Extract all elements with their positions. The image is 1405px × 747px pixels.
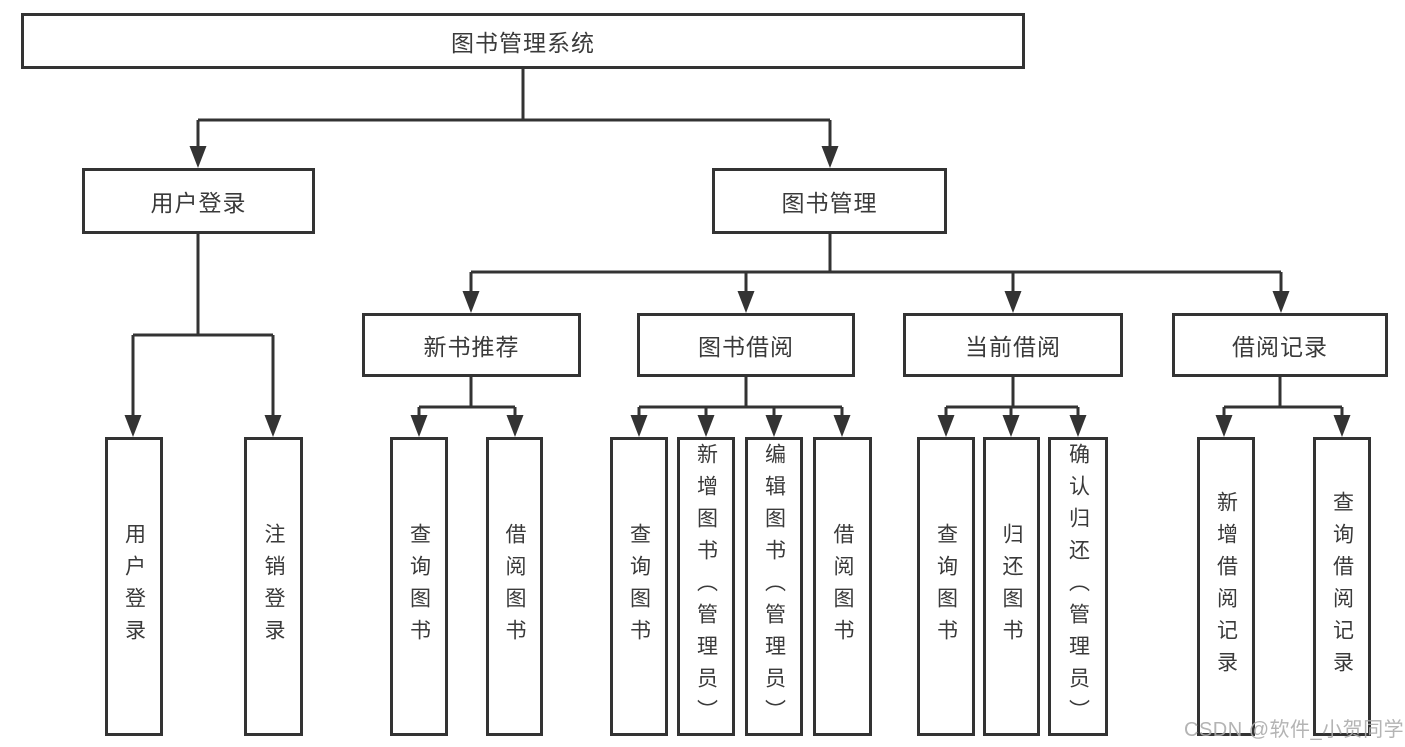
leaf-user-login: 用户登录	[105, 437, 163, 736]
node-label: 查询图书	[934, 522, 958, 651]
leaf-borrow-books: 借阅图书	[813, 437, 872, 736]
connector-stems	[131, 68, 1344, 417]
node-label: 用户登录	[122, 522, 146, 651]
node-label: 确认归还（管理员）	[1066, 442, 1090, 731]
leaf-query-books-recommend: 查询图书	[390, 437, 448, 736]
node-label: 新增借阅记录	[1214, 490, 1238, 683]
node-label: 借阅记录	[1232, 334, 1328, 360]
leaf-add-books-admin: 新增图书（管理员）	[677, 437, 735, 736]
node-label: 查询图书	[407, 522, 431, 651]
leaf-return-books: 归还图书	[983, 437, 1040, 736]
node-label: 新书推荐	[423, 334, 520, 360]
node-user-login: 用户登录	[82, 168, 315, 234]
leaf-confirm-return-admin: 确认归还（管理员）	[1048, 437, 1108, 736]
leaf-query-books-borrowing: 查询图书	[610, 437, 668, 736]
node-label: 注销登录	[262, 522, 285, 651]
node-label: 查询图书	[627, 522, 651, 651]
node-book-borrowing: 图书借阅	[637, 313, 855, 377]
node-borrowing-records: 借阅记录	[1172, 313, 1388, 377]
node-label: 新增图书（管理员）	[694, 442, 718, 731]
csdn-watermark: CSDN @软件_小贺同学	[1184, 719, 1405, 741]
node-new-book-recommendation: 新书推荐	[362, 313, 581, 377]
node-label: 图书管理	[781, 190, 878, 216]
node-book-management: 图书管理	[712, 168, 947, 234]
leaf-borrow-books-recommend: 借阅图书	[486, 437, 543, 736]
leaf-logout: 注销登录	[244, 437, 303, 736]
leaf-add-borrow-record: 新增借阅记录	[1197, 437, 1255, 736]
leaf-edit-books-admin: 编辑图书（管理员）	[745, 437, 803, 736]
node-label: 借阅图书	[503, 522, 526, 651]
node-label: 当前借阅	[965, 334, 1061, 360]
node-label: 查询借阅记录	[1330, 490, 1354, 683]
node-label: 图书管理系统	[451, 30, 595, 56]
node-current-borrowing: 当前借阅	[903, 313, 1123, 377]
leaf-query-books-current: 查询图书	[917, 437, 975, 736]
node-label: 编辑图书（管理员）	[762, 442, 786, 731]
node-label: 借阅图书	[831, 522, 854, 651]
node-label: 归还图书	[1000, 522, 1023, 651]
node-label: 用户登录	[150, 190, 247, 216]
leaf-query-borrow-record: 查询借阅记录	[1313, 437, 1371, 736]
node-label: 图书借阅	[698, 334, 794, 360]
node-library-system: 图书管理系统	[21, 13, 1025, 69]
